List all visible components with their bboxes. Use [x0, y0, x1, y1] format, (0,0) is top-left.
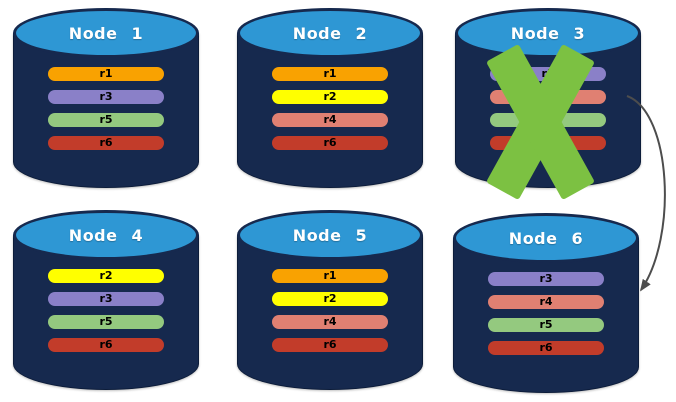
- replica-bar: r4: [272, 315, 388, 329]
- replica-label: r2: [99, 269, 113, 282]
- replica-label: r3: [99, 292, 113, 305]
- replica-bar: r5: [48, 113, 164, 127]
- replica-label: r5: [539, 318, 553, 331]
- replica-label: r1: [99, 67, 113, 80]
- replica-bar: r1: [48, 67, 164, 81]
- replica-label: r3: [539, 272, 553, 285]
- cylinder-body: [237, 33, 423, 188]
- db-node-3: Node 3r3: [455, 8, 641, 201]
- node-title: Node 2: [292, 23, 368, 43]
- replica-bar: r4: [272, 113, 388, 127]
- replica-bar: r5: [48, 315, 164, 329]
- node-title: Node 3: [510, 23, 586, 43]
- replica-bar: r4: [488, 295, 604, 309]
- replica-bar: r2: [272, 90, 388, 104]
- replica-bar: r3: [48, 90, 164, 104]
- replica-bar: r2: [272, 292, 388, 306]
- db-node-1: Node 1 r1 r3 r5 r6: [13, 8, 199, 188]
- replica-bar: r6: [272, 338, 388, 352]
- cylinder-body: [13, 33, 199, 188]
- replica-bar: r6: [272, 136, 388, 150]
- replica-bar: r1: [272, 67, 388, 81]
- replica-label: r6: [99, 136, 113, 149]
- replica-list: r1 r2 r4 r6: [272, 269, 388, 352]
- replica-list: r1 r3 r5 r6: [48, 67, 164, 150]
- replica-label: r3: [99, 90, 113, 103]
- db-node-5: Node 5 r1 r2 r4 r6: [237, 210, 423, 390]
- cylinder-top: Node 5: [237, 210, 423, 260]
- cylinder-body: [13, 235, 199, 390]
- replica-label: r6: [539, 341, 553, 354]
- replica-bar: r2: [48, 269, 164, 283]
- replica-label: r4: [323, 315, 337, 328]
- replica-label: r2: [323, 90, 337, 103]
- cylinder-top: Node 4: [13, 210, 199, 260]
- replica-label: r5: [99, 315, 113, 328]
- replica-list: r1 r2 r4 r6: [272, 67, 388, 150]
- replica-list: r3 r4 r5 r6: [488, 272, 604, 355]
- replica-label: r6: [99, 338, 113, 351]
- replica-label: r6: [323, 338, 337, 351]
- replica-label: r4: [539, 295, 553, 308]
- node-title: Node 1: [68, 23, 144, 43]
- replica-list: r2 r3 r5 r6: [48, 269, 164, 352]
- replica-bar: r3: [48, 292, 164, 306]
- cylinder-body: [237, 235, 423, 390]
- replica-label: r1: [323, 269, 337, 282]
- replica-bar: r1: [272, 269, 388, 283]
- replica-label: r4: [323, 113, 337, 126]
- cylinder-top: Node 6: [453, 213, 639, 263]
- node-title: Node 6: [508, 228, 584, 248]
- node-title: Node 5: [292, 225, 368, 245]
- replica-label: r6: [323, 136, 337, 149]
- cylinder-body: [453, 238, 639, 393]
- replica-bar: r6: [48, 136, 164, 150]
- replica-bar: r6: [488, 341, 604, 355]
- replica-label: r5: [99, 113, 113, 126]
- cylinder-top: Node 3: [455, 8, 641, 58]
- replica-bar: r5: [488, 318, 604, 332]
- db-node-4: Node 4 r2 r3 r5 r6: [13, 210, 199, 390]
- db-node-2: Node 2 r1 r2 r4 r6: [237, 8, 423, 188]
- cylinder-top: Node 2: [237, 8, 423, 58]
- replica-label: r1: [323, 67, 337, 80]
- node-title: Node 4: [68, 225, 144, 245]
- replica-bar: r3: [488, 272, 604, 286]
- replica-bar: r6: [48, 338, 164, 352]
- cylinder-top: Node 1: [13, 8, 199, 58]
- db-node-6: Node 6 r3 r4 r5 r6: [453, 213, 639, 393]
- replica-label: r2: [323, 292, 337, 305]
